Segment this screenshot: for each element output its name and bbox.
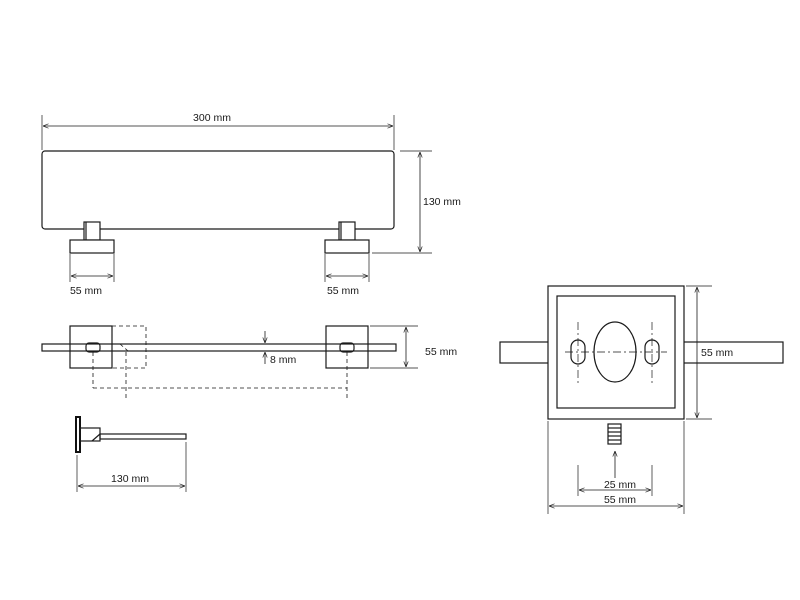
dim-label-front-height: 130 mm (423, 196, 461, 208)
dim-label-front-right-bracket: 55 mm (327, 285, 359, 297)
dim-bracket-height: 55 mm (686, 285, 733, 420)
front-glass-panel (41, 150, 395, 230)
dim-front-left-bracket: 55 mm (69, 254, 115, 297)
dim-label-bracket-hole-spacing: 25 mm (604, 479, 636, 491)
dim-front-right-bracket: 55 mm (324, 254, 370, 297)
side-glass (99, 433, 187, 440)
dim-side-depth: 130 mm (76, 442, 187, 492)
top-bracket-alt-position (111, 325, 147, 369)
dim-bracket-width: 55 mm (547, 421, 685, 514)
dim-front-height: 130 mm (372, 150, 461, 254)
top-view: 8 mm 55 mm (41, 325, 457, 398)
top-glass-plate (41, 343, 397, 352)
side-view: 130 mm (75, 416, 187, 492)
dim-label-front-left-bracket: 55 mm (70, 285, 102, 297)
front-left-bracket (69, 221, 115, 254)
dim-label-side-depth: 130 mm (111, 473, 149, 485)
bracket-screw (607, 423, 622, 478)
top-dashed-span (92, 352, 348, 398)
dim-label-front-width: 300 mm (193, 112, 231, 124)
dim-top-glass-thickness: 8 mm (265, 331, 297, 366)
dim-top-depth: 55 mm (370, 325, 457, 369)
dim-front-width: 300 mm (41, 112, 395, 150)
dim-bracket-hole-spacing: 25 mm (577, 465, 653, 496)
dim-label-bracket-height: 55 mm (701, 347, 733, 359)
bracket-inner-plate (556, 295, 676, 409)
top-left-bracket (69, 325, 113, 369)
dim-label-top-depth: 55 mm (425, 346, 457, 358)
front-view: 300 mm 130 mm 55 mm 55 mm (41, 112, 461, 297)
bracket-detail-view: 55 mm 25 mm 55 mm (499, 285, 784, 514)
bracket-outer-plate (547, 285, 685, 420)
front-right-bracket (324, 221, 370, 254)
dim-label-bracket-width: 55 mm (604, 494, 636, 506)
dim-label-top-glass-thickness: 8 mm (270, 354, 297, 366)
